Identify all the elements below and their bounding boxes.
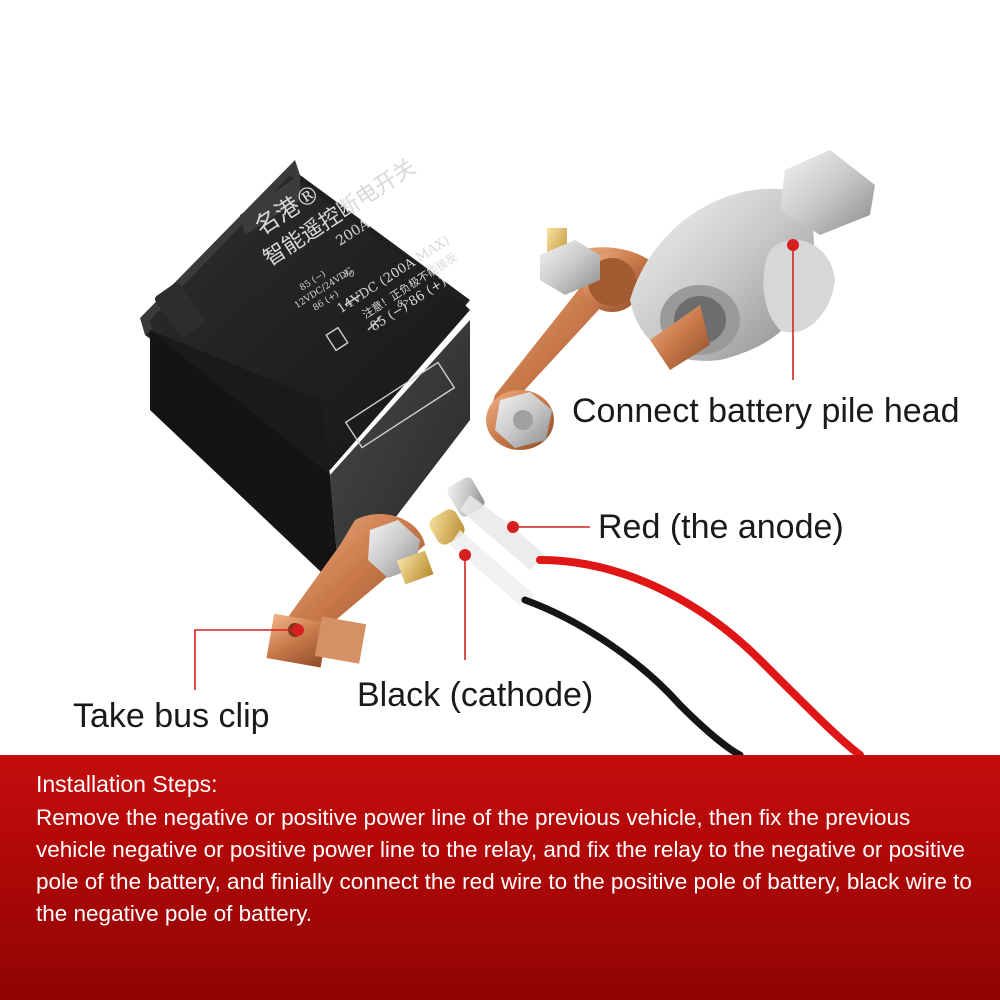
bus-clip [266, 514, 434, 668]
battery-pile-head [630, 150, 875, 370]
installation-banner [0, 755, 1000, 1000]
callout-red-wire: Red (the anode) [598, 508, 844, 546]
relay-silkscreen-lines [325, 294, 456, 449]
black-wire [521, 596, 744, 755]
battery-bolt [540, 228, 600, 295]
callout-black-wire: Black (cathode) [357, 676, 594, 714]
relay-body [140, 160, 470, 590]
relay-pin-87: 87 [397, 300, 409, 310]
callout-dots [292, 239, 799, 636]
relay-pin-30: 30 [343, 270, 355, 280]
callout-battery-head: Connect battery pile head [572, 392, 960, 430]
callout-bus-clip: Take bus clip [73, 697, 270, 735]
callout-lines [194, 245, 794, 690]
top-terminal-nut [486, 390, 554, 450]
installation-body: Remove the negative or positive power li… [36, 805, 972, 926]
pin-terminals [429, 477, 545, 605]
relay-photo [140, 150, 875, 755]
red-wire [536, 556, 864, 755]
installation-title: Installation Steps: [36, 771, 218, 797]
